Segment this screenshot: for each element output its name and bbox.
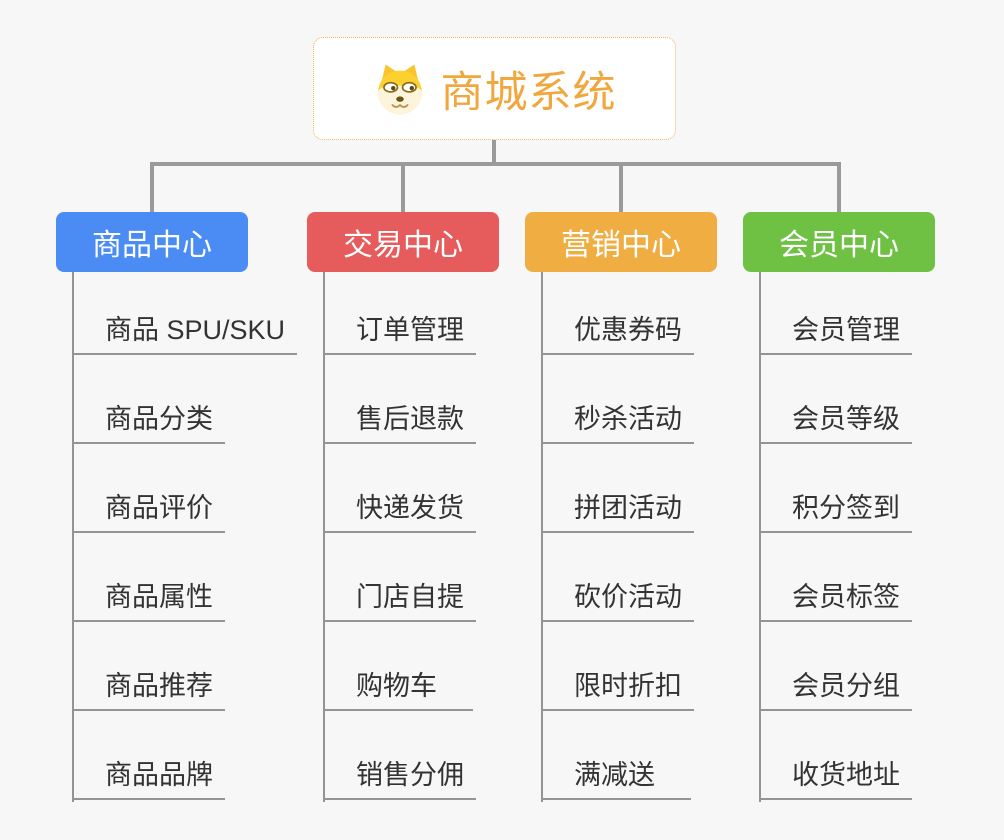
sub-topic[interactable]: 会员等级 bbox=[759, 355, 912, 444]
connector-drop-trade bbox=[401, 162, 405, 212]
sub-topic[interactable]: 商品评价 bbox=[72, 444, 225, 533]
sub-topic[interactable]: 购物车 bbox=[323, 622, 473, 711]
branch-spine-trade bbox=[323, 272, 325, 802]
connector-drop-member bbox=[837, 162, 841, 212]
sub-topic[interactable]: 商品分类 bbox=[72, 355, 225, 444]
sub-topic[interactable]: 订单管理 bbox=[323, 272, 476, 355]
branch-spine-product bbox=[72, 272, 74, 802]
branch-topic-marketing-center[interactable]: 营销中心 bbox=[525, 212, 717, 272]
branch-spine-member bbox=[759, 272, 761, 802]
root-topic[interactable]: 商城系统 bbox=[313, 37, 676, 140]
branch-topic-member-center[interactable]: 会员中心 bbox=[743, 212, 935, 272]
sub-topic[interactable]: 限时折扣 bbox=[541, 622, 694, 711]
sub-topic[interactable]: 收货地址 bbox=[759, 711, 912, 800]
sub-topic[interactable]: 积分签到 bbox=[759, 444, 912, 533]
root-topic-label: 商城系统 bbox=[440, 68, 617, 117]
sub-topic[interactable]: 商品 SPU/SKU bbox=[72, 272, 298, 355]
sub-topic[interactable]: 优惠券码 bbox=[541, 272, 694, 355]
branch-topic-trade-center[interactable]: 交易中心 bbox=[307, 212, 499, 272]
sub-topic[interactable]: 会员管理 bbox=[759, 272, 912, 355]
sub-topic[interactable]: 门店自提 bbox=[323, 533, 476, 622]
sub-topic[interactable]: 秒杀活动 bbox=[541, 355, 694, 444]
sub-topic[interactable]: 满减送 bbox=[541, 711, 691, 800]
sub-topic[interactable]: 会员标签 bbox=[759, 533, 912, 622]
connector-drop-product bbox=[150, 162, 154, 212]
sub-topic[interactable]: 商品属性 bbox=[72, 533, 225, 622]
connector-bus bbox=[150, 162, 841, 166]
branch-children-trade: 订单管理 售后退款 快递发货 门店自提 购物车 销售分佣 bbox=[323, 272, 568, 800]
branch-topic-product-center[interactable]: 商品中心 bbox=[56, 212, 248, 272]
sub-topic[interactable]: 拼团活动 bbox=[541, 444, 694, 533]
branch-topic-label: 商品中心 bbox=[92, 229, 212, 262]
branch-topic-label: 交易中心 bbox=[343, 229, 463, 262]
sub-topic[interactable]: 会员分组 bbox=[759, 622, 912, 711]
sub-topic[interactable]: 销售分佣 bbox=[323, 711, 476, 800]
connector-root-stub bbox=[492, 140, 496, 166]
sub-topic[interactable]: 砍价活动 bbox=[541, 533, 694, 622]
connector-drop-marketing bbox=[619, 162, 623, 212]
dog-face-icon bbox=[377, 64, 422, 114]
sub-topic[interactable]: 商品品牌 bbox=[72, 711, 225, 800]
branch-topic-label: 营销中心 bbox=[561, 229, 681, 262]
sub-topic[interactable]: 快递发货 bbox=[323, 444, 476, 533]
branch-spine-marketing bbox=[541, 272, 543, 802]
branch-topic-label: 会员中心 bbox=[779, 229, 899, 262]
branch-children-marketing: 优惠券码 秒杀活动 拼团活动 砍价活动 限时折扣 满减送 bbox=[541, 272, 786, 800]
branch-children-member: 会员管理 会员等级 积分签到 会员标签 会员分组 收货地址 bbox=[759, 272, 1004, 800]
sub-topic[interactable]: 售后退款 bbox=[323, 355, 476, 444]
branch-children-product: 商品 SPU/SKU 商品分类 商品评价 商品属性 商品推荐 商品品牌 bbox=[72, 272, 317, 800]
sub-topic[interactable]: 商品推荐 bbox=[72, 622, 225, 711]
